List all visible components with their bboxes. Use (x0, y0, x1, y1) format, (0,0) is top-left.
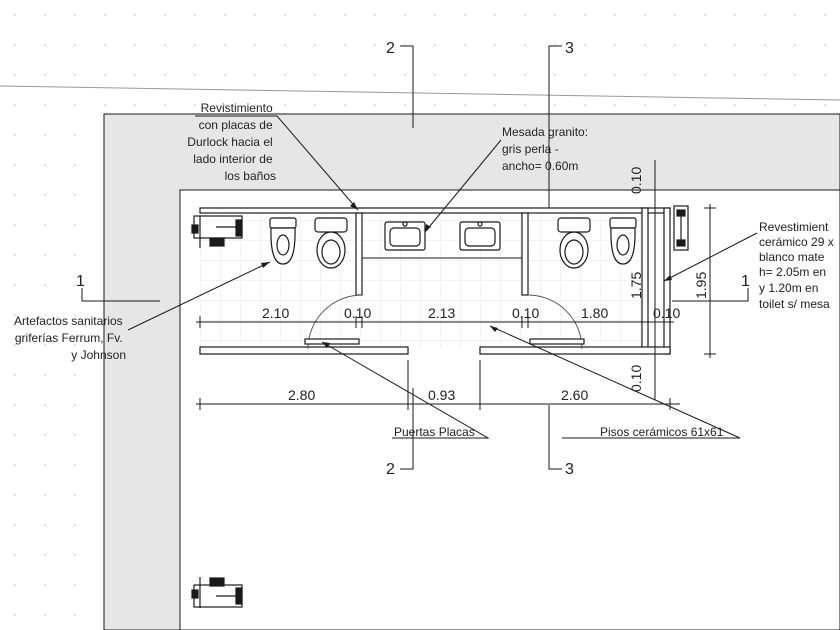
section-marker-2-bottom (400, 388, 414, 470)
bathroom-walls (199, 207, 671, 355)
note-line: Mesada granito: (502, 125, 588, 139)
note-line: griferías Ferrum, Fv. (15, 331, 123, 345)
bidet-fixture (269, 217, 297, 265)
column-symbol (673, 205, 689, 251)
note-revestimiento-durlock: Revistimiento con placas de Durlock haci… (187, 101, 276, 183)
note-line: con placas de (199, 118, 273, 132)
dimension-label: 0.93 (428, 387, 455, 403)
note-line: Durlock hacia el (187, 135, 272, 149)
note-pisos: Pisos cerámicos 61x61 (600, 425, 724, 439)
note-line: lado interior de (193, 152, 273, 166)
note-line: Revistimiento (201, 101, 273, 115)
door-leaves (304, 338, 585, 345)
note-line: toilet s/ mesa (759, 297, 830, 311)
section-marker-1-right (672, 288, 749, 302)
sink-fixture (384, 221, 426, 251)
sink-fixture (459, 221, 501, 251)
dimension-label: 1.75 (628, 272, 644, 299)
section-label: 3 (565, 461, 574, 478)
section-label: 1 (741, 273, 750, 290)
note-line: y Johnson (71, 348, 126, 362)
section-marker-3-bottom (548, 405, 562, 470)
note-puertas: Puertas Placas (394, 425, 475, 439)
note-revestimiento-ceramico: Revestimient cerámico 29 x blanco mate h… (759, 220, 837, 311)
column-symbol (191, 215, 243, 248)
note-mesada: Mesada granito: gris perla - ancho= 0.60… (502, 125, 591, 173)
dimension-line-vertical (649, 160, 716, 400)
section-marker-3-top (548, 45, 562, 208)
dimension-label: 0.10 (512, 305, 539, 321)
note-line: h= 2.05m en (759, 265, 826, 279)
section-marker-1-left (81, 288, 160, 302)
bidet-fixture (609, 217, 637, 265)
dimension-label: 0.10 (344, 305, 371, 321)
toilet-fixture (314, 217, 348, 269)
note-line: Artefactos sanitarios (14, 314, 123, 328)
section-marker-2-top (400, 45, 414, 128)
note-line: cerámico 29 x (759, 235, 834, 249)
leader-arrowheads (261, 202, 672, 348)
section-label: 3 (565, 40, 574, 57)
dimension-label: 0.10 (628, 167, 644, 194)
dimension-label: 2.10 (262, 305, 289, 321)
dimension-label: 2.13 (428, 305, 455, 321)
leader-lines (127, 115, 758, 439)
reference-line (0, 85, 840, 101)
note-line: blanco mate (759, 250, 825, 264)
note-line: y 1.20m en (759, 281, 818, 295)
note-line: Revestimient (759, 220, 829, 234)
note-artefactos: Artefactos sanitarios griferías Ferrum, … (14, 314, 126, 362)
dimension-label: 0.10 (653, 305, 680, 321)
dimension-line-row2 (196, 360, 680, 410)
dimension-label: 1.95 (693, 272, 709, 299)
dimension-label: 2.60 (561, 387, 588, 403)
toilet-fixture (557, 217, 591, 269)
note-line: los baños (225, 169, 276, 183)
dimension-label: 0.10 (628, 365, 644, 392)
column-symbol (191, 577, 243, 608)
dimension-line-row1 (196, 316, 674, 328)
dimension-label: 2.80 (288, 387, 315, 403)
section-label: 1 (76, 273, 85, 290)
section-label: 2 (386, 461, 395, 478)
note-line: ancho= 0.60m (502, 159, 578, 173)
note-line: gris perla - (502, 142, 559, 156)
section-label: 2 (386, 40, 395, 57)
dimension-label: 1.80 (581, 305, 608, 321)
